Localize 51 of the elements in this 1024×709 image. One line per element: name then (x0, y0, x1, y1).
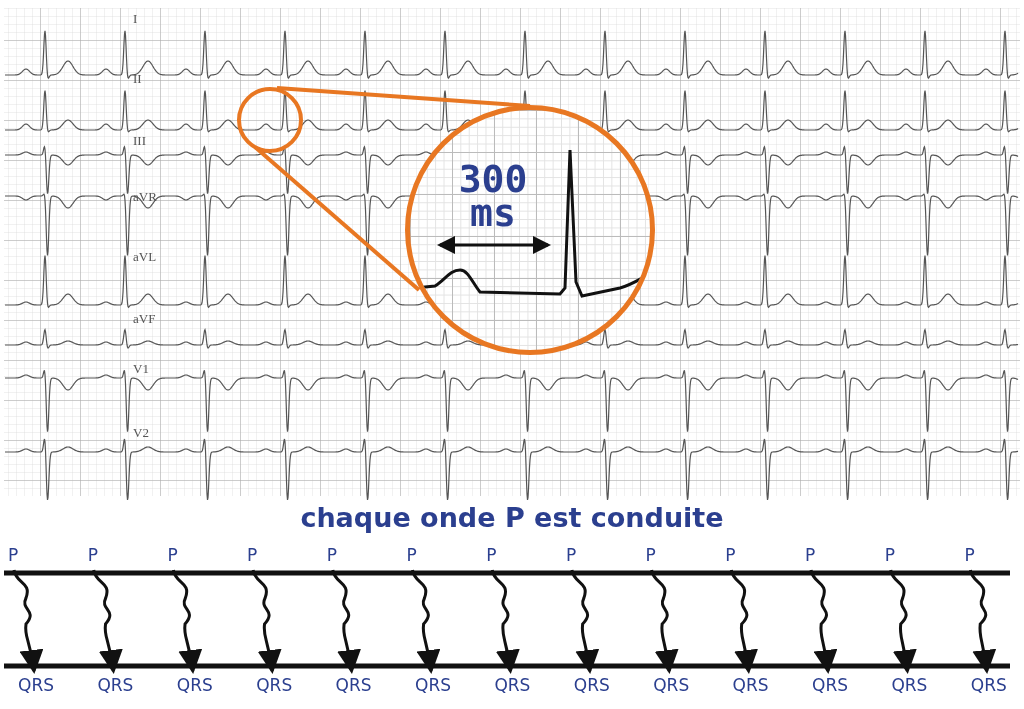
lead-label: II (133, 72, 142, 86)
wave-label: P (87, 544, 98, 566)
wave-label: QRS (891, 674, 928, 696)
wavy-arrow (729, 569, 758, 674)
wave-label: QRS (18, 674, 54, 696)
wavy-arrow (809, 569, 838, 674)
wave-label: QRS (653, 674, 690, 696)
wavy-arrow (92, 569, 123, 674)
wave-label: QRS (812, 674, 848, 696)
wave-label: QRS (256, 674, 293, 696)
wavy-arrow (171, 569, 202, 674)
wavy-arrow (331, 569, 361, 674)
wavy-arrow (12, 569, 44, 674)
wave-label: P (326, 544, 338, 566)
wave-label: P (805, 544, 816, 566)
wave-label: P (8, 544, 19, 566)
wavy-arrow (251, 569, 282, 674)
wave-label: QRS (732, 674, 769, 696)
leader-line (276, 86, 531, 108)
lead-label: III (133, 134, 146, 148)
wave-label: QRS (415, 674, 451, 696)
wave-label: P (645, 544, 656, 566)
title: chaque onde P est conduite (299, 501, 725, 535)
wave-label: P (884, 544, 895, 566)
wavy-arrow (570, 569, 599, 674)
wave-label: P (247, 544, 258, 566)
lead-label: aVL (133, 250, 157, 264)
magnifier-circle (237, 87, 303, 153)
wave-label: QRS (573, 674, 610, 696)
wave-label: QRS (335, 674, 372, 696)
wave-label: P (964, 544, 975, 566)
wave-label: P (406, 544, 417, 566)
wave-label: P (725, 544, 736, 566)
lead-label: V1 (133, 362, 149, 376)
wave-label: P (486, 544, 497, 566)
wavy-arrow (490, 569, 520, 674)
wavy-arrow (650, 569, 679, 674)
wavy-arrow (968, 569, 996, 674)
duration-label: 300 ms (457, 162, 529, 230)
lead-label: I (133, 12, 138, 26)
wave-label: QRS (494, 674, 531, 696)
lead-label: aVR (133, 190, 157, 204)
wavy-arrow (411, 569, 441, 674)
lead-label: aVF (133, 312, 156, 326)
wave-label: QRS (176, 674, 213, 696)
wave-label: QRS (97, 674, 134, 696)
wave-label: P (167, 544, 178, 566)
wave-label: QRS (970, 674, 1007, 696)
wavy-arrow (889, 569, 917, 674)
lead-label: V2 (133, 426, 149, 440)
wave-label: P (565, 544, 577, 566)
